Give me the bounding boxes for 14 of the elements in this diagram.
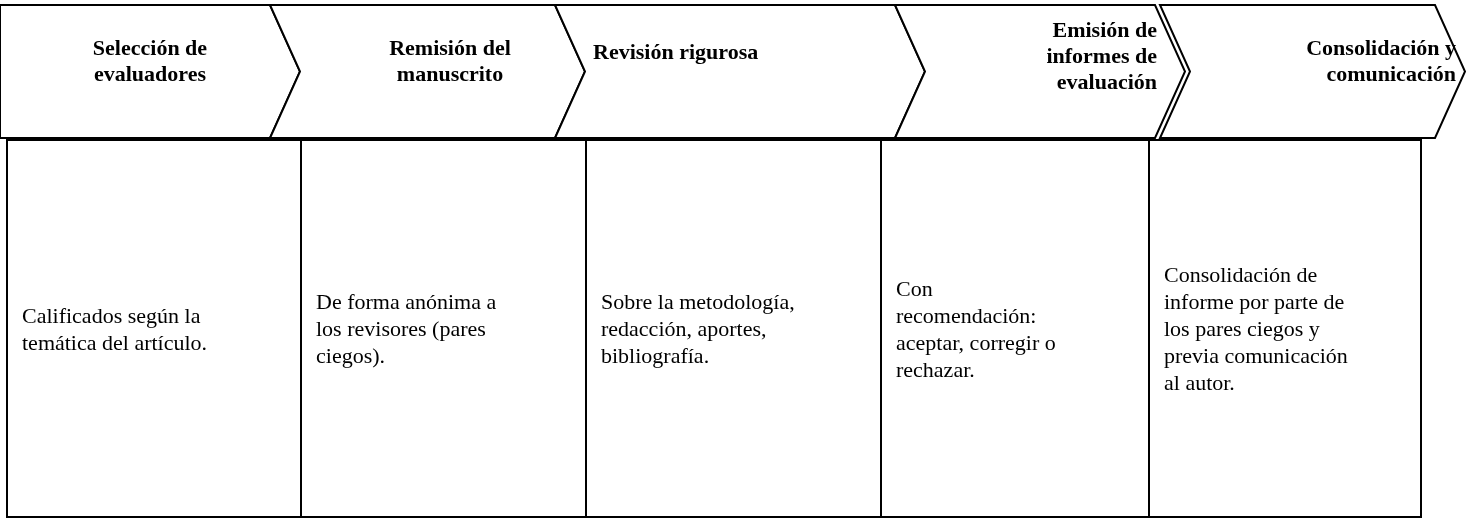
description-text: De forma anónima a los revisores (pares ciegos).: [316, 288, 498, 369]
description-box: [1148, 139, 1422, 518]
description-text: Sobre la metodología, redacción, aportes, bibliografía.: [601, 288, 796, 369]
description-box: [300, 139, 587, 518]
description-text: Con recomendación: aceptar, corregir o rechazar.: [896, 274, 1057, 383]
step-title: Revisión rigurosa: [593, 39, 760, 65]
description-text: Consolidación de informe por parte de los pares ciegos y previa comunicación al autor.: [1164, 261, 1349, 396]
step-title: Selección de evaluadores: [91, 35, 209, 87]
description-box: [585, 139, 882, 518]
description-box: [6, 139, 302, 518]
description-box: [880, 139, 1150, 518]
description-text: Calificados según la temática del artículo.: [22, 301, 209, 356]
step-title: Emisión de informes de evaluación: [1045, 17, 1157, 95]
step-title: Consolidación y comunicación: [1305, 35, 1456, 87]
